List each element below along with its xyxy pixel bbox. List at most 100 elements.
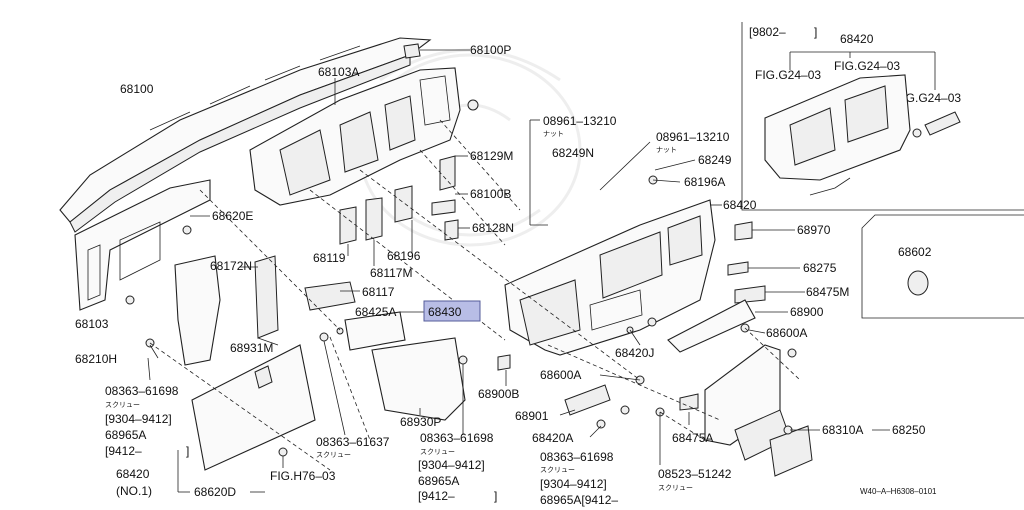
- label-68901: 68901: [515, 409, 549, 423]
- label-screw-right2: スクリュー: [658, 484, 693, 492]
- lower-console-68250[interactable]: [704, 344, 813, 477]
- label-68420-inset: 68420: [840, 32, 874, 46]
- label-68119: 68119: [313, 251, 346, 265]
- leader-lines: [147, 49, 890, 493]
- label-08961-13210-b: 08961–13210: [656, 130, 730, 144]
- label-screw-mid1: スクリュー: [316, 451, 351, 459]
- label-fig-g24-03-a: FIG.G24–03: [755, 68, 821, 82]
- inset-1998-panel: [9802– ] 68420 FIG.G24–03 FIG.G24–03 FIG…: [741, 22, 1024, 211]
- label-68930P: 68930P: [400, 415, 441, 429]
- label-68117: 68117: [362, 285, 395, 299]
- inset-68602: 68602: [861, 214, 1024, 319]
- label-68475A: 68475A: [672, 431, 713, 445]
- label-inset-range: [9802–: [749, 25, 786, 39]
- clip-68900B[interactable]: [497, 354, 511, 371]
- label-08363-61637: 08363–61637: [316, 435, 390, 449]
- glove-box-68930P[interactable]: [371, 337, 466, 421]
- label-68420A: 68420A: [532, 431, 573, 445]
- label-fig-h76-03: FIG.H76–03: [270, 469, 336, 483]
- label-68172N: 68172N: [210, 259, 252, 273]
- label-9304-9412-mid: [9304–9412]: [418, 458, 485, 472]
- part-68602[interactable]: [907, 270, 929, 296]
- label-68128N: 68128N: [472, 221, 514, 235]
- label-68475M: 68475M: [806, 285, 849, 299]
- label-68900B: 68900B: [478, 387, 519, 401]
- panel-68475A[interactable]: [679, 393, 699, 411]
- label-nut-b: ナット: [656, 146, 677, 154]
- label-68602: 68602: [898, 245, 932, 259]
- label-68249: 68249: [698, 153, 732, 167]
- label-9412-mid: [9412–: [418, 489, 455, 503]
- center-panel-68103A[interactable]: [249, 67, 461, 206]
- label-68430: 68430: [428, 305, 462, 319]
- label-68196A: 68196A: [684, 175, 725, 189]
- label-68100: 68100: [120, 82, 154, 96]
- label-fig-g24-03-c: FIG.G24–03: [895, 91, 961, 105]
- label-08363-61698-mid: 08363–61698: [420, 431, 494, 445]
- label-screw-mid2: スクリュー: [420, 448, 455, 456]
- label-68965A-mid: 68965A: [418, 474, 459, 488]
- label-68250: 68250: [892, 423, 926, 437]
- lower-cover-68420-no1[interactable]: [191, 344, 316, 471]
- label-inset-bracket: ]: [814, 25, 817, 39]
- switch-68275[interactable]: [727, 261, 749, 276]
- dash-lower-frame[interactable]: [74, 179, 211, 311]
- highlight-68430[interactable]: [423, 300, 481, 322]
- bracket-68128N[interactable]: [444, 219, 459, 241]
- part-labels: 68100 68100P 68103A 68620E 68172N 68103 …: [75, 43, 937, 507]
- label-08523-51242: 08523–51242: [658, 467, 732, 481]
- label-68196: 68196: [387, 249, 421, 263]
- locator-lines: [149, 119, 801, 471]
- instrument-panel-68420[interactable]: [504, 199, 716, 356]
- label-68310A: 68310A: [822, 423, 863, 437]
- panel-68425A[interactable]: [344, 311, 406, 351]
- label-nut-a: ナット: [543, 130, 564, 138]
- bolt-top-right[interactable]: [467, 99, 479, 111]
- upper-dash-pad[interactable]: [59, 37, 432, 233]
- label-68600A-center: 68600A: [540, 368, 581, 382]
- label-68620D: 68620D: [194, 485, 236, 499]
- label-68425A: 68425A: [355, 305, 396, 319]
- label-9304-9412-left: [9304–9412]: [105, 412, 172, 426]
- trim-68901[interactable]: [564, 384, 611, 416]
- label-screw-left: スクリュー: [105, 401, 140, 409]
- label-9304-9412-right: [9304–9412]: [540, 477, 607, 491]
- label-68103: 68103: [75, 317, 109, 331]
- bracket-68119[interactable]: [339, 206, 357, 245]
- trim-68900[interactable]: [667, 299, 756, 353]
- clip-68100P[interactable]: [403, 43, 421, 59]
- label-68275: 68275: [803, 261, 837, 275]
- label-bracket-left: ]: [186, 444, 189, 458]
- label-9412-left: [9412–: [105, 444, 142, 458]
- panel-68970[interactable]: [734, 221, 753, 241]
- label-68117M: 68117M: [370, 266, 412, 280]
- label-ref-code: W40–A–H6308–0101: [860, 487, 937, 496]
- label-bracket-mid: ]: [494, 489, 497, 503]
- panel-68475M[interactable]: [734, 285, 766, 304]
- bracket-68117[interactable]: [304, 281, 356, 311]
- label-08363-61698-left: 08363–61698: [105, 384, 179, 398]
- label-68420-main: 68420: [723, 198, 757, 212]
- label-68420J: 68420J: [615, 346, 654, 360]
- label-68931M: 68931M: [230, 341, 273, 355]
- side-panel-68172N[interactable]: [174, 255, 221, 366]
- label-68900: 68900: [790, 305, 824, 319]
- label-68965A-right: 68965A[9412–: [540, 493, 618, 507]
- bracket-68931M[interactable]: [254, 255, 279, 339]
- label-68210H: 68210H: [75, 352, 117, 366]
- inset-knob[interactable]: [924, 111, 961, 136]
- label-68965A-left: 68965A: [105, 428, 146, 442]
- label-68970: 68970: [797, 223, 831, 237]
- bracket-68117M[interactable]: [365, 197, 383, 241]
- label-68100P: 68100P: [470, 43, 511, 57]
- label-68129M: 68129M: [470, 149, 513, 163]
- bracket-68100B[interactable]: [431, 199, 456, 216]
- label-68620E: 68620E: [212, 209, 253, 223]
- label-no1: (NO.1): [116, 484, 152, 498]
- label-08363-61698-right: 08363–61698: [540, 450, 614, 464]
- bracket-68196[interactable]: [394, 185, 413, 223]
- label-68249N: 68249N: [552, 146, 594, 160]
- label-68100B: 68100B: [470, 187, 511, 201]
- bracket-68129M[interactable]: [439, 155, 456, 191]
